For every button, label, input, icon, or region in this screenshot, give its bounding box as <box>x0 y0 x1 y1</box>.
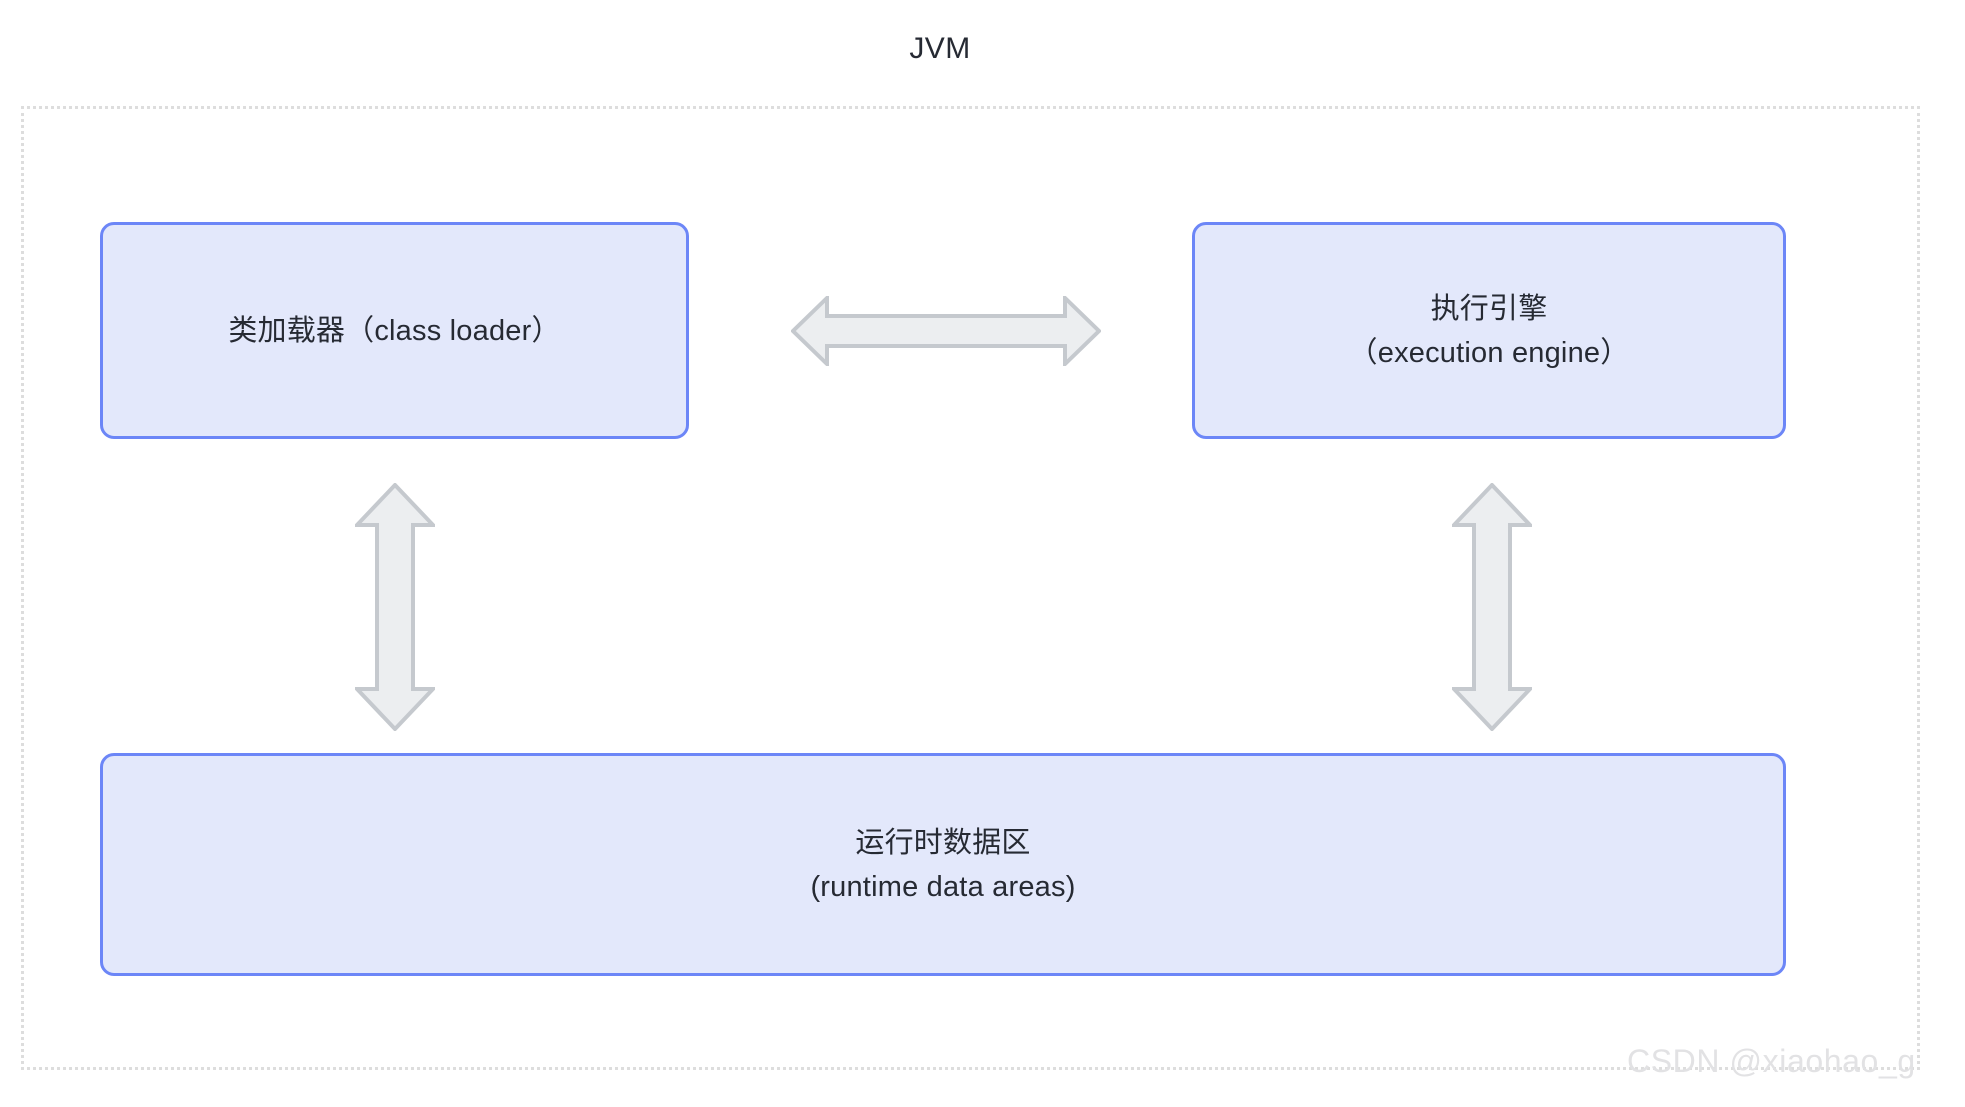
node-runtime-data-areas-label-en: (runtime data areas) <box>810 870 1076 903</box>
node-execution-engine-label-en: （execution engine） <box>1348 336 1630 369</box>
node-execution-engine-label-cn: 执行引擎 <box>1430 292 1548 325</box>
node-class-loader-label: 类加载器（class loader） <box>228 314 561 347</box>
node-runtime-data-areas[interactable]: 运行时数据区 (runtime data areas) <box>100 753 1786 976</box>
node-execution-engine[interactable]: 执行引擎 （execution engine） <box>1192 222 1786 439</box>
double-arrow-horizontal-icon <box>791 296 1101 366</box>
node-class-loader[interactable]: 类加载器（class loader） <box>100 222 689 439</box>
node-runtime-data-areas-label-cn: 运行时数据区 <box>855 826 1031 859</box>
double-arrow-vertical-right-icon <box>1452 483 1532 731</box>
double-arrow-vertical-left-icon <box>355 483 435 731</box>
page-title: JVM <box>909 32 971 65</box>
jvm-boundary-container <box>21 106 1920 1070</box>
